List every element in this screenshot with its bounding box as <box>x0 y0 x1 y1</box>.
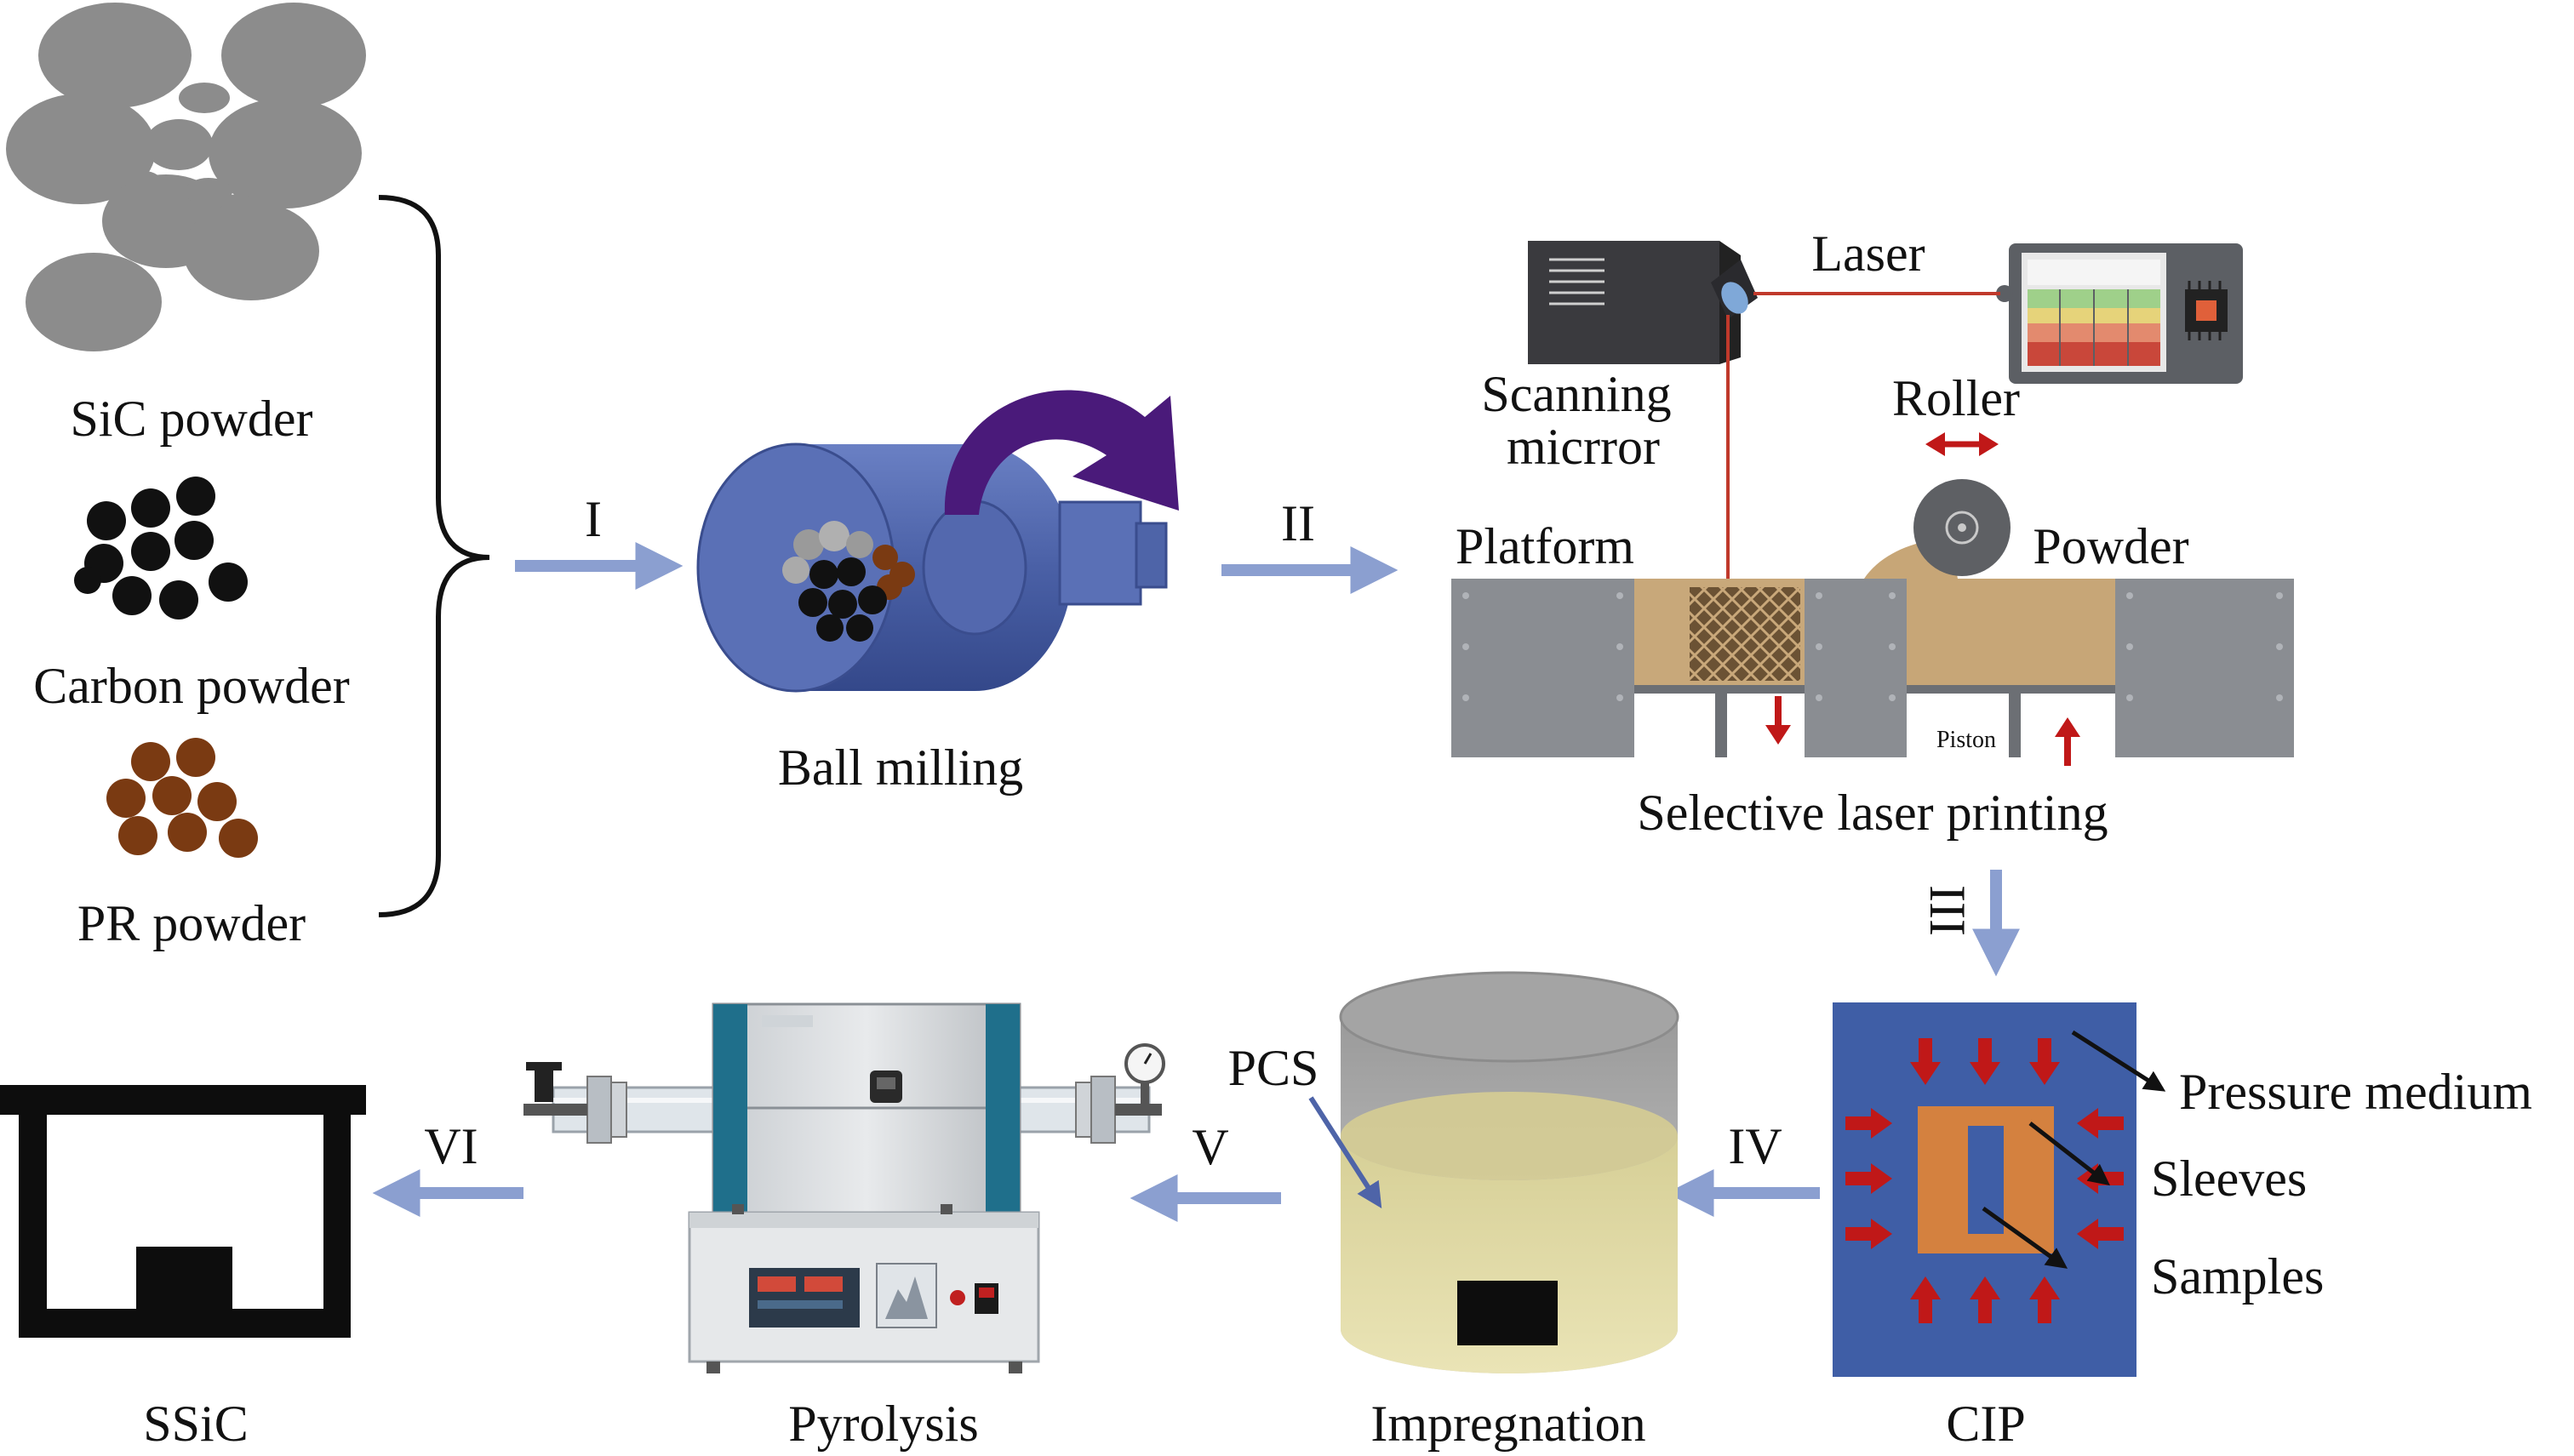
piston-label: Piston <box>1936 727 1996 753</box>
ssic-label: SSiC <box>143 1396 248 1452</box>
pcs-label: PCS <box>1228 1040 1319 1096</box>
mirror-label-line1: Scanning <box>1481 366 1671 422</box>
impregnation-label: Impregnation <box>1370 1396 1645 1452</box>
carbon-powder-group: Carbon powder <box>33 477 350 714</box>
slp-caption: Selective laser printing <box>1637 785 2108 841</box>
pcs-solution <box>1341 1136 1678 1373</box>
milling-balls-icon <box>782 521 915 642</box>
build-chamber <box>1451 538 2294 757</box>
step-1-label: I <box>585 491 602 547</box>
cip-vessel-icon <box>1833 1002 2136 1377</box>
step-2-label: II <box>1281 495 1315 551</box>
sic-powder-label: SiC powder <box>71 391 313 447</box>
tube-furnace-icon <box>523 1002 1165 1373</box>
powder-label: Powder <box>2033 518 2188 574</box>
carbon-particles-icon <box>74 477 248 620</box>
piston-up-arrow <box>2055 717 2080 766</box>
sample <box>1968 1126 2004 1234</box>
powder-bed <box>1907 579 2115 685</box>
samples-pointer <box>1982 1206 2068 1269</box>
sic-particles-icon <box>6 3 366 351</box>
pcs-pointer <box>1308 1096 1382 1209</box>
carbon-powder-label: Carbon powder <box>33 658 350 714</box>
sleeves-pointer <box>2028 1122 2110 1186</box>
platform-label: Platform <box>1456 518 1634 574</box>
laser-controller-icon <box>1996 243 2243 384</box>
roller-label: Roller <box>1892 370 2020 426</box>
mirror-label-line2: micrror <box>1507 419 1660 475</box>
ball-milling-label: Ball milling <box>778 739 1023 796</box>
selective-laser-printer <box>1451 241 2294 766</box>
printed-part <box>1690 587 1800 681</box>
pressure-arrows <box>1845 1038 2124 1323</box>
pressure-medium-label: Pressure medium <box>2179 1064 2532 1120</box>
impregnation-tank-icon <box>1339 971 1679 1373</box>
pyrolysis-label: Pyrolysis <box>788 1396 978 1452</box>
pr-powder-label: PR powder <box>77 895 306 951</box>
grouping-brace <box>378 195 490 917</box>
cip-label: CIP <box>1946 1396 2025 1452</box>
sic-powder-group: SiC powder <box>6 3 366 447</box>
ssic-part-icon <box>0 1085 366 1338</box>
laser-label: Laser <box>1811 226 1925 282</box>
rotation-arrow-icon <box>944 390 1179 515</box>
step-6-label: VI <box>424 1118 478 1174</box>
samples-label: Samples <box>2151 1248 2324 1305</box>
step-4-label: IV <box>1728 1118 1782 1174</box>
sleeves-label: Sleeves <box>2151 1151 2307 1207</box>
pr-particles-icon <box>106 738 258 858</box>
scanning-mirror-icon <box>1528 241 1758 364</box>
roller-icon <box>1913 479 2011 576</box>
step-5-label: V <box>1192 1119 1228 1175</box>
pr-powder-group: PR powder <box>77 738 306 951</box>
step-3-label: III <box>1919 885 1976 936</box>
pressure-medium-pointer <box>2071 1030 2166 1092</box>
platform-down-arrow <box>1765 696 1791 745</box>
immersed-sample <box>1457 1281 1558 1345</box>
roller-direction-arrow <box>1925 432 1999 456</box>
ball-mill-icon <box>696 390 1179 693</box>
